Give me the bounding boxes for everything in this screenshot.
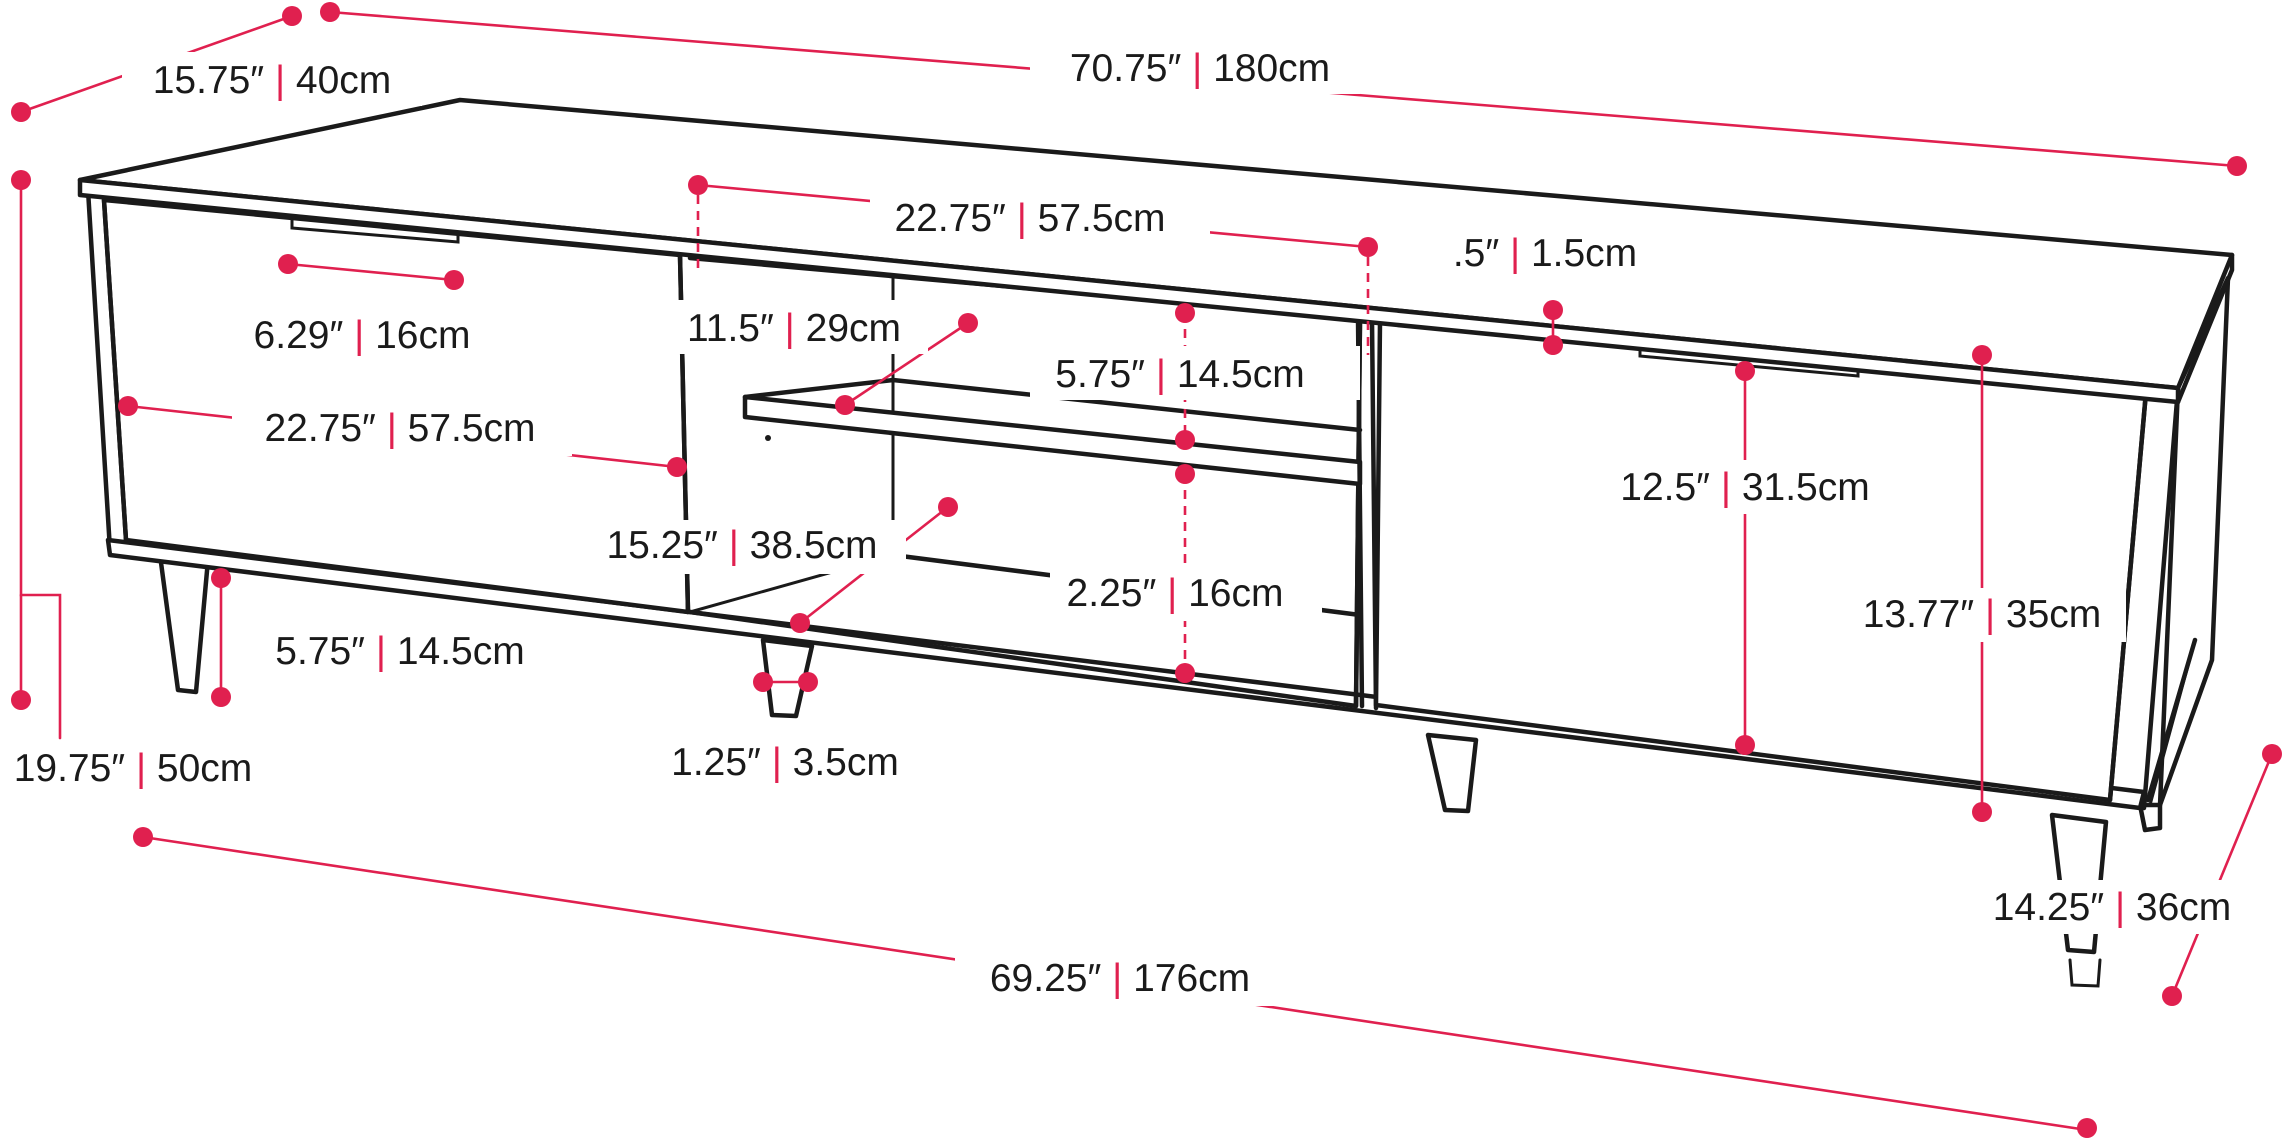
dim-imperial: 70.75″ [1070,47,1182,90]
svg-text:22.75″ | 57.: 22.75″ | 57.5cm [264,407,535,450]
dim-imperial: 11.5″ [687,307,774,350]
dim-metric: 35cm [2006,593,2101,636]
dim-imperial: 1.25″ [671,741,761,784]
svg-text:22.75″ | 57.: 22.75″ | 57.5cm [894,197,1165,240]
dim-metric: 36cm [2136,886,2231,929]
label-lower-opening: 2.25″ | 16cm [1050,567,1322,621]
label-top-thickness: .5″ | 1.5cm [1453,232,1637,275]
leg-back-far-right [2137,802,2163,833]
dim-imperial: .5″ [1453,232,1500,275]
svg-text:15.75″ | 40c: 15.75″ | 40cm [153,59,392,102]
svg-text:.5″ | 1.5cm: .5″ | 1.5cm [1453,232,1637,275]
svg-text:5.75″ | 14.5: 5.75″ | 14.5cm [1055,353,1304,396]
dim-metric: 16cm [1188,572,1283,615]
label-interior-depth: 15.25″ | 38.5cm [586,520,906,574]
dim-imperial: 5.75″ [275,630,365,673]
dim-imperial: 22.75″ [264,407,376,450]
label-overall-depth: 15.75″ | 40cm [122,52,422,106]
dim-metric: 57.5cm [1038,197,1166,240]
dim-metric: 176cm [1133,957,1250,1000]
label-leg-span-depth: 14.25″ | 36cm [1968,880,2252,934]
dim-imperial: 15.25″ [606,524,718,567]
label-shelf-width: 22.75″ | 57.5cm [870,188,1210,242]
label-overall-height: 19.75″ | 50cm [0,742,275,796]
dim-imperial: 12.5″ [1620,466,1710,509]
svg-text:2.25″ | 16cm: 2.25″ | 16cm [1067,572,1284,615]
dim-imperial: 15.75″ [153,59,265,102]
svg-text:12.5″ | 31.5: 12.5″ | 31.5cm [1620,466,1869,509]
svg-text:19.75″ | 50c: 19.75″ | 50cm [14,747,253,790]
label-leg-height: 5.75″ | 14.5cm [275,630,524,673]
dim-imperial: 6.29″ [254,314,344,357]
leg-front-right [1425,732,1479,814]
dim-imperial: 13.77″ [1863,593,1975,636]
dim-imperial: 22.75″ [894,197,1006,240]
dim-imperial: 19.75″ [14,747,126,790]
dim-imperial: 14.25″ [1993,886,2105,929]
label-shelf-depth: 11.5″ | 29cm [662,300,928,354]
dim-metric: 57.5cm [408,407,536,450]
label-upper-opening: 5.75″ | 14.5cm [1030,346,1360,400]
dim-metric: 40cm [296,59,391,102]
svg-text:14.25″ | 36c: 14.25″ | 36cm [1993,886,2232,929]
label-cabinet-height: 13.77″ | 35cm [1842,588,2126,642]
dim-imperial: 69.25″ [990,957,1102,1000]
dim-metric: 14.5cm [1177,353,1305,396]
dim-imperial: 5.75″ [1055,353,1145,396]
label-leg-diameter: 1.25″ | 3.5cm [671,741,899,784]
svg-text:5.75″ | 14.5: 5.75″ | 14.5cm [275,630,524,673]
svg-text:13.77″ | 35c: 13.77″ | 35cm [1863,593,2102,636]
dim-metric: 3.5cm [793,741,899,784]
label-door-width: 22.75″ | 57.5cm [232,402,572,456]
tv-stand-outline [77,97,2235,988]
dim-metric: 1.5cm [1531,232,1637,275]
svg-text:69.25″ | 176: 69.25″ | 176cm [990,957,1250,1000]
dim-metric: 16cm [375,314,470,357]
svg-text:15.25″ | 38.: 15.25″ | 38.5cm [606,524,877,567]
svg-text:70.75″ | 180: 70.75″ | 180cm [1070,47,1330,90]
label-door-height: 12.5″ | 31.5cm [1600,460,1890,514]
label-leg-span-width: 69.25″ | 176cm [955,952,1285,1006]
dim-metric: 180cm [1213,47,1330,90]
dim-metric: 31.5cm [1742,466,1870,509]
label-overall-width: 70.75″ | 180cm [1030,40,1360,94]
label-handle-width: 6.29″ | 16cm [230,305,500,359]
svg-text:11.5″ | 29cm: 11.5″ | 29cm [687,307,901,350]
dim-metric: 50cm [157,747,252,790]
svg-text:6.29″ | 16cm: 6.29″ | 16cm [254,314,471,357]
dim-metric: 14.5cm [397,630,525,673]
dimension-labels: 15.75″ | 40cm 70.75″ | 180cm 22.75″ | 57… [0,40,2252,1006]
dim-imperial: 2.25″ [1067,572,1157,615]
leg-front-left [157,552,211,695]
dim-metric: 29cm [806,307,901,350]
svg-text:1.25″ | 3.5c: 1.25″ | 3.5cm [671,741,899,784]
dim-metric: 38.5cm [750,524,878,567]
